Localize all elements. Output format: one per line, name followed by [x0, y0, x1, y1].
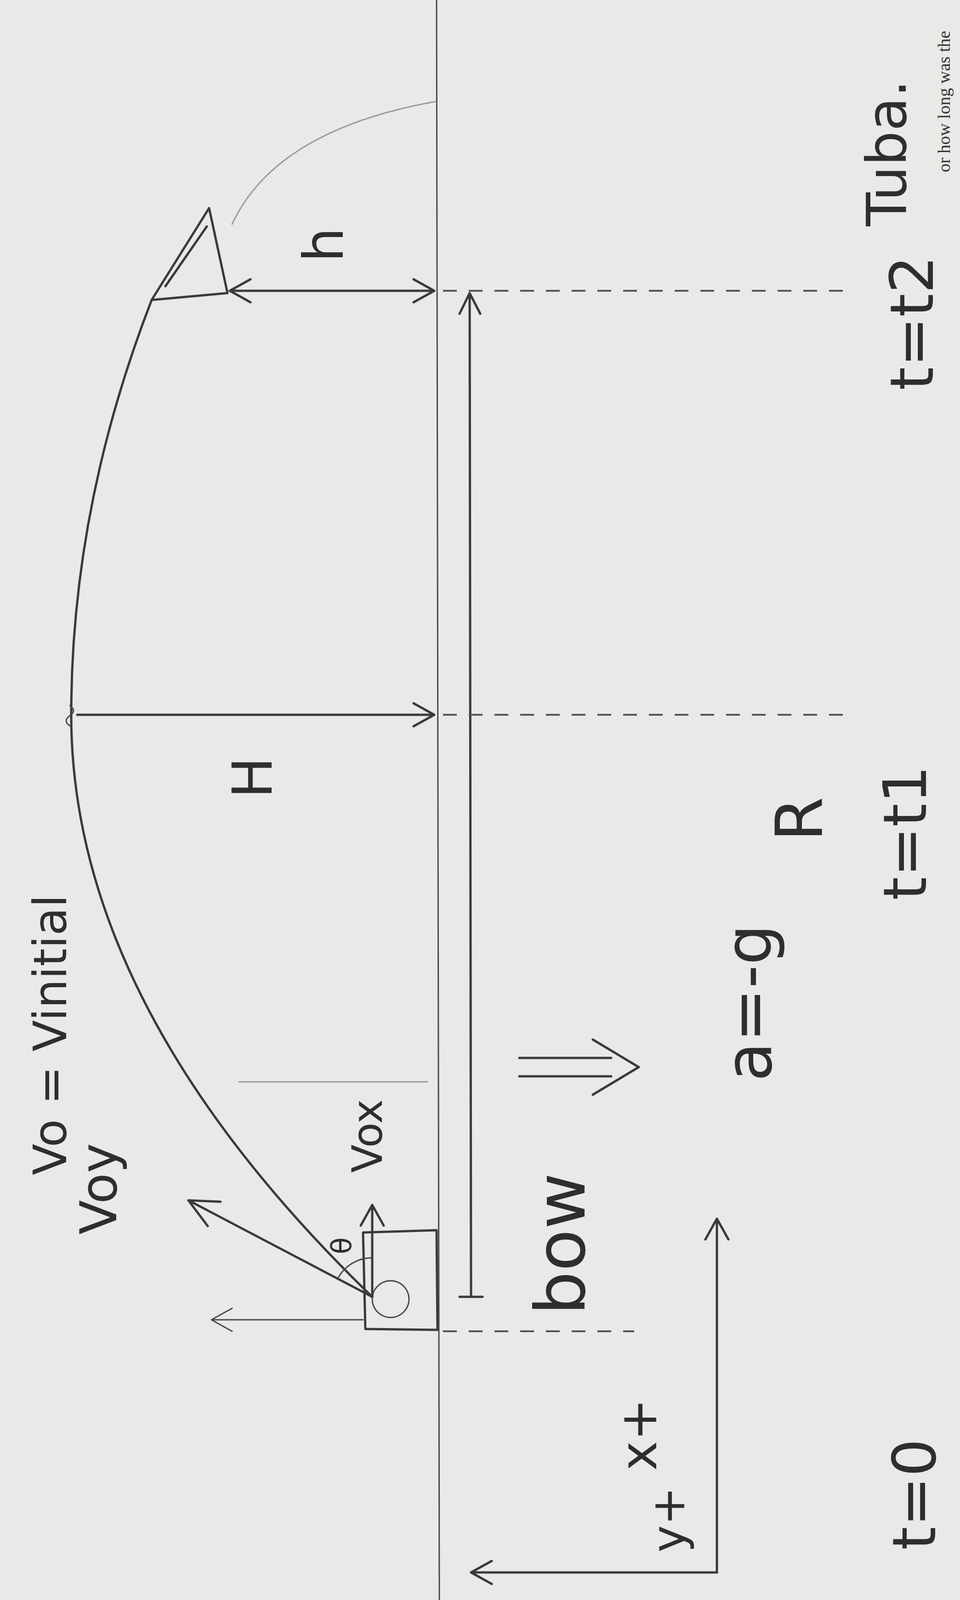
object-label: bow [519, 1173, 603, 1316]
time-label: t=t2 [876, 255, 949, 391]
time-dashed-line [443, 714, 851, 716]
initial-velocity-arrow [188, 1200, 373, 1298]
axis-label: x+ [608, 1398, 670, 1472]
time-label: t=t1 [869, 765, 942, 901]
velocity-label: Vox [342, 1099, 393, 1174]
fall-curve [232, 101, 436, 225]
y-axis-arrow [471, 1561, 717, 1585]
object-label: Tuba. [853, 79, 921, 227]
x-axis-arrow [705, 1219, 729, 1574]
velocity-label: Voy [68, 1143, 130, 1235]
tuba-shape [151, 208, 228, 301]
ground-line [436, 0, 440, 1600]
range-arrow [459, 293, 483, 1298]
time-dashed-line [443, 1330, 635, 1333]
voy-arrow [211, 1308, 364, 1332]
time-label: t=0 [878, 1439, 951, 1551]
angle-label: θ [324, 1238, 358, 1256]
gravity-arrow [519, 1039, 639, 1096]
angle-arc [337, 1258, 373, 1279]
acceleration-label: a=-g [710, 924, 788, 1082]
printed-text: or how long was the [933, 30, 955, 173]
apex-mark [66, 705, 74, 727]
axis-label: y+ [641, 1487, 697, 1554]
bow-box [363, 1230, 438, 1331]
time-dashed-line [443, 289, 851, 292]
dimension-label: H [219, 757, 286, 799]
guide-line [238, 1081, 428, 1084]
dimension-label: h [290, 227, 358, 263]
velocity-label: Vo = Vinitial [22, 895, 79, 1176]
dimension-label: R [761, 796, 839, 842]
max-height-arrow [77, 703, 435, 727]
bow-circle [372, 1281, 409, 1318]
vox-arrow [360, 1205, 384, 1298]
height-arrow [229, 279, 435, 303]
